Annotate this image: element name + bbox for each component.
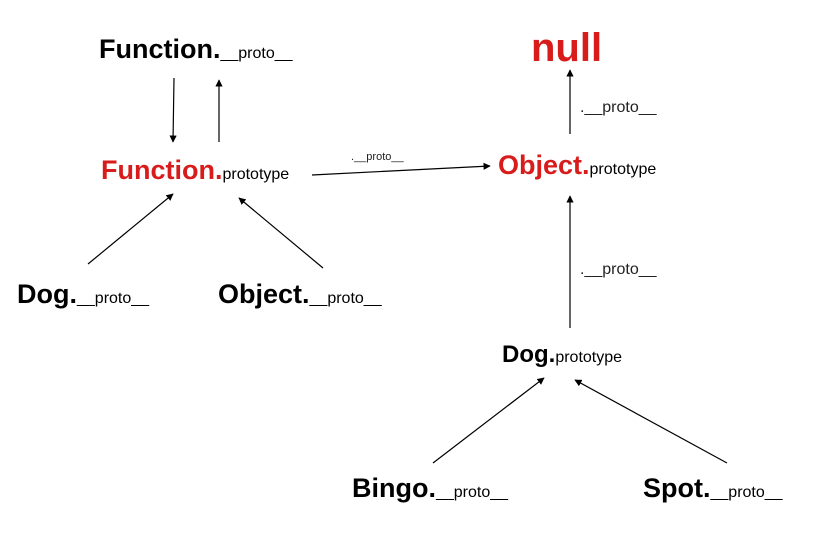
node-object-prototype-suffix: prototype bbox=[589, 161, 657, 178]
node-bingo-proto-main: Bingo. bbox=[352, 473, 436, 503]
node-null-main: null bbox=[531, 26, 603, 70]
node-object-proto: Object.__proto__ bbox=[218, 281, 382, 308]
arrow-bingo-to-dogproto bbox=[432, 377, 545, 464]
node-object-proto-suffix: __proto__ bbox=[309, 290, 382, 307]
node-object-proto-main: Object. bbox=[218, 279, 310, 309]
node-dog-prototype: Dog.prototype bbox=[502, 343, 622, 367]
edge-label-dogproto-to-objproto: .__proto__ bbox=[580, 261, 657, 278]
arrow-dog-proto-to-funcproto bbox=[87, 193, 174, 265]
node-dog-proto-suffix: __proto__ bbox=[77, 290, 150, 307]
arrow-object-proto-to-funcproto bbox=[238, 197, 324, 269]
node-null: null bbox=[531, 28, 602, 68]
node-dog-prototype-suffix: prototype bbox=[555, 349, 623, 366]
node-function-prototype-suffix: prototype bbox=[222, 166, 290, 183]
node-dog-prototype-main: Dog. bbox=[502, 341, 556, 368]
node-function-proto-suffix: __proto__ bbox=[220, 45, 293, 62]
node-function-prototype-main: Function. bbox=[101, 155, 223, 185]
node-function-proto-main: Function. bbox=[99, 34, 221, 64]
node-bingo-proto: Bingo.__proto__ bbox=[352, 475, 508, 502]
node-spot-proto-main: Spot. bbox=[643, 473, 711, 503]
node-dog-proto-main: Dog. bbox=[17, 279, 77, 309]
node-function-prototype: Function.prototype bbox=[101, 157, 289, 184]
node-object-prototype-main: Object. bbox=[498, 150, 590, 180]
node-bingo-proto-suffix: __proto__ bbox=[435, 484, 509, 501]
edge-label-funcproto-to-objproto: .__proto__ bbox=[351, 151, 404, 163]
arrow-function-proto-down bbox=[169, 77, 177, 143]
node-function-proto: Function.__proto__ bbox=[99, 36, 293, 63]
node-object-prototype: Object.prototype bbox=[498, 152, 656, 179]
arrow-funcproto-to-objproto bbox=[311, 162, 491, 176]
node-spot-proto: Spot.__proto__ bbox=[643, 475, 783, 502]
edge-label-objproto-to-null: .__proto__ bbox=[580, 99, 657, 116]
arrow-spot-to-dogproto bbox=[574, 379, 728, 464]
node-spot-proto-suffix: __proto__ bbox=[710, 484, 783, 501]
node-dog-proto: Dog.__proto__ bbox=[17, 281, 149, 308]
